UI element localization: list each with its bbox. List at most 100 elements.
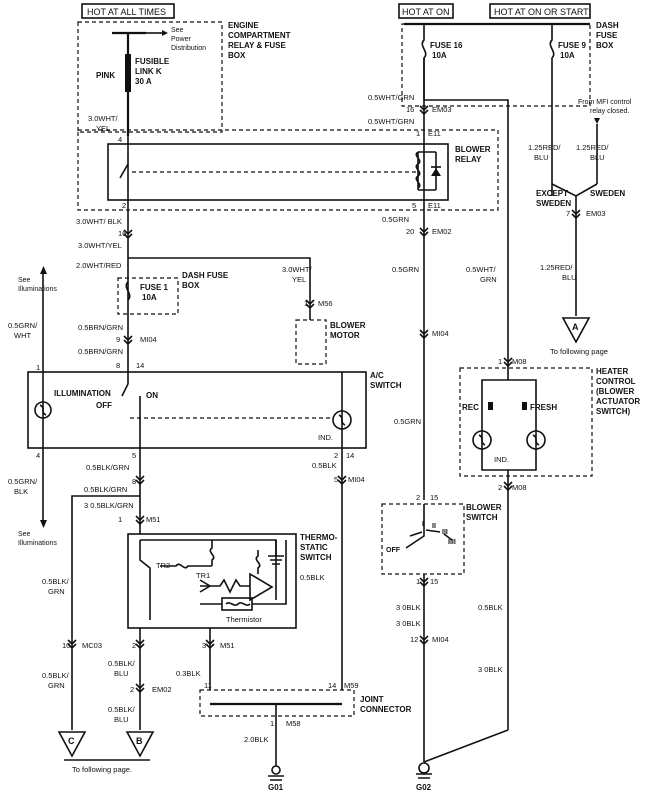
ground-g01-label: G01	[268, 783, 284, 792]
fusible-link-color-pink: PINK	[96, 71, 115, 80]
wire-label-3wht-yel-mid: 3.0WHT/YEL	[78, 241, 122, 250]
ac-switch-on-label: ON	[146, 391, 158, 400]
wire-label-05blk-grn-1: 0.5BLK/GRN	[86, 463, 129, 472]
connector-15b-mark	[419, 577, 429, 588]
heater-control	[459, 367, 593, 477]
wire-label-05blk-heater: 0.5BLK	[478, 603, 503, 612]
dash-fuse-box-left-label-2: BOX	[182, 281, 200, 290]
wire-label-125red-blu-1b: BLU	[534, 153, 549, 162]
wire-label-3wht-blk: 3.0WHT/ BLK	[76, 217, 122, 226]
pin-14b: 14	[346, 451, 354, 460]
see-power-label-3: Distribution	[171, 45, 206, 52]
fusible-link-label-1: FUSIBLE	[135, 57, 170, 66]
connector-m08-b-mark	[503, 481, 513, 492]
thermistor-wires	[200, 540, 287, 605]
dash-fuse-box-label-3: BOX	[596, 41, 614, 50]
ac-switch-blade	[121, 383, 129, 397]
blower-relay-label-1: BLOWER	[455, 145, 491, 154]
see-power-label-1: See	[171, 27, 184, 34]
ac-switch-label-2: SWITCH	[370, 381, 402, 390]
thermistor-symbol	[225, 602, 251, 606]
ac-switch	[27, 371, 367, 449]
wire-label-125red-blu-bot-1: 1.25RED/	[540, 263, 573, 272]
wire-label-05wht-grn-right-2: GRN	[480, 275, 497, 284]
dash-fuse-box-label-2: FUSE	[596, 31, 618, 40]
fuse-9-wire	[549, 24, 555, 196]
offpage-c-label: C	[68, 736, 75, 746]
ground-g01	[271, 765, 281, 775]
wire-label-05grn-blk-2: BLK	[14, 487, 28, 496]
see-power-label-2: Power	[171, 36, 192, 43]
fresh-lamp-filament	[532, 434, 540, 446]
pin-1d: 1	[118, 515, 122, 524]
thermo-tr1-label: TR1	[196, 571, 210, 580]
heater-control-label-4: ACTUATOR	[596, 397, 640, 406]
thermo-opamp	[249, 572, 274, 602]
wire-label-05blk-grn-2: 0.5BLK/GRN	[84, 485, 127, 494]
see-illum-top-arrow	[40, 266, 47, 274]
rec-lamp	[472, 430, 492, 450]
pin-15b: 15	[430, 577, 438, 586]
ground-g02	[418, 762, 430, 774]
heater-fresh-label: FRESH	[530, 403, 557, 412]
pin-8b: 8	[132, 477, 136, 486]
pin-20: 20	[406, 227, 414, 236]
pin-1e: 1	[416, 577, 420, 586]
see-illum-top-label-1: See	[18, 277, 31, 284]
pin-4b: 4	[36, 451, 40, 460]
fusible-link-label-2: LINK K	[135, 67, 162, 76]
fuse-9-rating: 10A	[560, 51, 575, 60]
offpage-b-label: B	[136, 736, 143, 746]
heater-ind-label: IND.	[494, 455, 509, 464]
see-illum-bot-arrow	[40, 520, 47, 528]
connector-em03-a: EM03	[432, 105, 452, 114]
illumination-lamp-filament	[39, 404, 47, 416]
blower-switch	[381, 503, 465, 575]
pin-9: 9	[116, 335, 120, 344]
fuse-9-label: FUSE 9	[558, 41, 587, 50]
wire-label-05grn-wht-1: 0.5GRN/	[8, 321, 38, 330]
wire-label-05grn-blk-1: 0.5GRN/	[8, 477, 38, 486]
wire-to-blower-motor	[128, 257, 311, 320]
from-mfi-arrow	[594, 118, 600, 124]
engine-compartment-label-2: COMPARTMENT	[228, 31, 291, 40]
fuse-16-label: FUSE 16	[430, 41, 463, 50]
thermostatic-switch	[127, 533, 297, 629]
ac-switch-off-label: OFF	[96, 401, 112, 410]
blower-relay-label-2: RELAY	[455, 155, 482, 164]
pin-5b: 5	[132, 451, 136, 460]
wire-05blk-grn-to-c	[71, 495, 140, 730]
pin-7: 7	[566, 209, 570, 218]
illumination-lamp	[34, 401, 52, 419]
connector-e11-b: E11	[428, 201, 441, 210]
blower-motor	[295, 319, 327, 365]
ac-switch-label-1: A/C	[370, 371, 384, 380]
blower-switch-off-label: OFF	[386, 547, 401, 554]
wire-label-05blk-grn-3: 3 0.5BLK/GRN	[84, 501, 134, 510]
see-power-arrow	[162, 30, 168, 36]
blower-pos-iii: III	[442, 529, 448, 536]
blower-motor-label-1: BLOWER	[330, 321, 366, 330]
pin-3: 3	[202, 641, 206, 650]
connector-m56-a-mark	[305, 299, 315, 310]
blower-pos-ii: II	[432, 523, 436, 530]
pin-4a: 4	[118, 135, 122, 144]
pin-2c: 2	[498, 483, 502, 492]
wire-label-03blk: 0.3BLK	[176, 669, 201, 678]
wire-label-05wht-grn-2: 0.5WHT/GRN	[368, 117, 414, 126]
thermo-tr1	[199, 579, 212, 593]
wire-label-05blk-right: 0.5BLK	[312, 461, 337, 470]
header-hot-at-all-times: HOT AT ALL TIMES	[81, 3, 175, 19]
heater-control-label-3: (BLOWER	[596, 387, 634, 396]
wire-label-30blk-1: 3 0BLK	[396, 603, 421, 612]
pin-2b: 2	[334, 451, 338, 460]
offpage-a-label: A	[572, 322, 579, 332]
pin-2e: 2	[130, 685, 134, 694]
see-illum-top-label-2: Illuminations	[18, 286, 57, 293]
relay-coil-winding	[415, 151, 421, 189]
dash-fuse-box-label-1: DASH	[596, 21, 619, 30]
pin-8: 8	[116, 361, 120, 370]
blower-switch-label-1: BLOWER	[466, 503, 502, 512]
relay-box-dashed	[77, 129, 499, 211]
offpage-a	[561, 317, 591, 344]
